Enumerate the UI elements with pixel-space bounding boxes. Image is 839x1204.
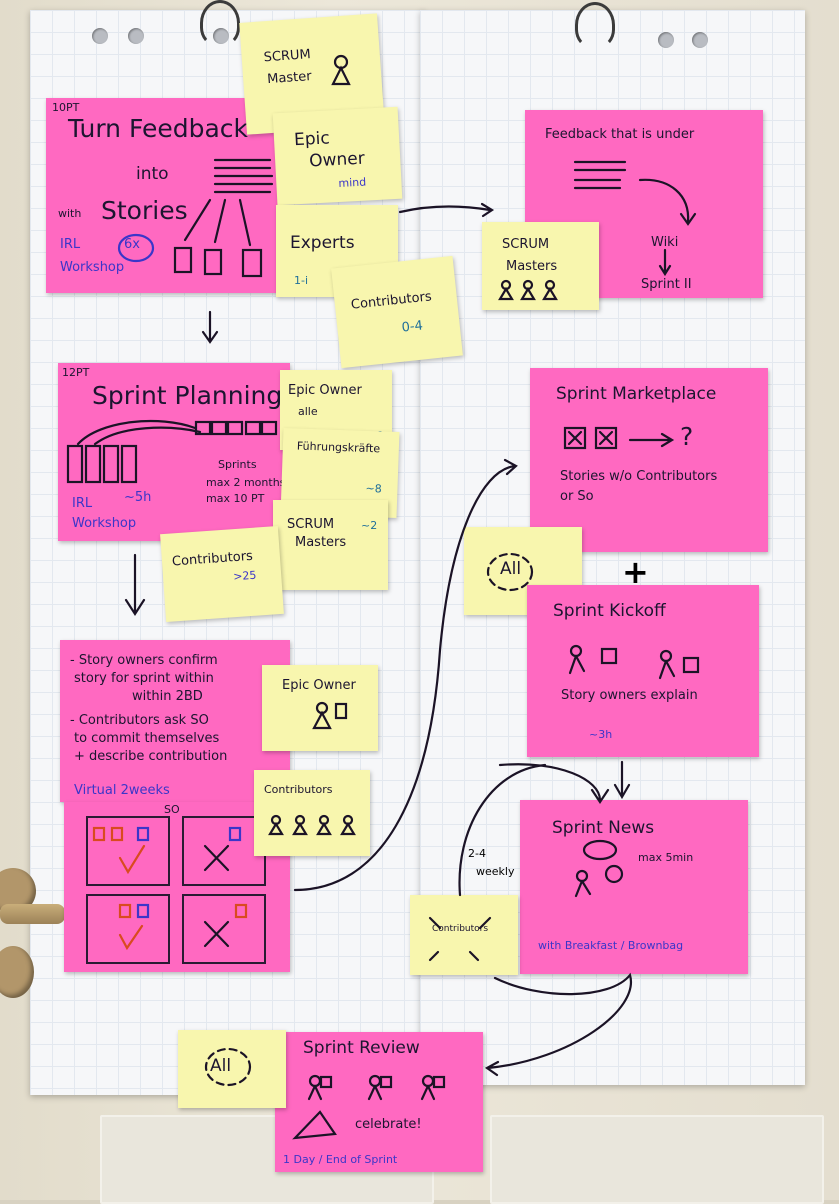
note-title: Sprint Kickoff <box>553 601 666 621</box>
note-text: mind <box>338 175 367 190</box>
note-text: All <box>500 559 522 579</box>
note-sprint-news[interactable]: Sprint News max 5min with Breakfast / Br… <box>520 800 748 974</box>
note-text: Master <box>266 69 313 88</box>
note-text: or So <box>560 489 594 504</box>
note-text: Wiki <box>651 235 679 250</box>
grid-cell <box>86 816 170 886</box>
note-scrum-masters[interactable]: SCRUM Masters <box>482 222 599 310</box>
note-text: Masters <box>506 259 558 274</box>
note-text: within 2BD <box>132 689 203 704</box>
note-text: Owner <box>308 148 366 172</box>
note-epic-owner-low[interactable]: Epic Owner <box>262 665 378 751</box>
note-text: story for sprint within <box>74 671 214 686</box>
note-contributors-low[interactable]: Contributors <box>254 770 370 856</box>
note-text: Contributors <box>171 548 254 570</box>
punch-hole <box>658 32 674 48</box>
note-text: with <box>58 207 82 220</box>
note-text: 1-i <box>294 274 309 287</box>
note-title: Sprint Review <box>303 1038 420 1058</box>
note-turn-feedback[interactable]: 10PT Turn Feedback into with Stories IRL… <box>46 98 280 293</box>
binder-ring <box>200 0 240 46</box>
note-text: IRL <box>60 237 81 252</box>
punch-hole <box>128 28 144 44</box>
note-text: 1 Day / End of Sprint <box>283 1153 398 1166</box>
note-text: to commit themselves <box>74 731 220 746</box>
note-text: Epic <box>293 128 331 151</box>
plus-sign: + <box>622 553 649 591</box>
note-text: - Contributors ask SO <box>70 713 209 728</box>
note-text: SCRUM <box>502 237 550 252</box>
binder-ring <box>575 2 615 48</box>
note-title: Turn Feedback <box>68 114 249 143</box>
note-title: Sprint Marketplace <box>556 384 717 404</box>
door-handle[interactable] <box>0 904 65 924</box>
note-text: - Story owners confirm <box>70 653 218 668</box>
note-story-owners[interactable]: - Story owners confirm story for sprint … <box>60 640 290 802</box>
note-text: ? <box>680 422 694 451</box>
note-text: Masters <box>295 535 347 550</box>
note-text: Workshop <box>72 516 137 531</box>
note-title: Sprint News <box>552 818 655 838</box>
note-text: Feedback that is under <box>545 127 695 142</box>
note-text: Epic Owner <box>288 383 362 398</box>
note-text: alle <box>298 405 318 418</box>
note-text: + describe contribution <box>74 749 228 764</box>
door-lock-rosette <box>0 946 34 998</box>
note-text: max 5min <box>638 851 694 864</box>
note-corner-label: 12PT <box>62 366 90 379</box>
door-panel-right <box>490 1115 824 1204</box>
note-text: Sprints <box>218 458 257 471</box>
note-text: ~5h <box>124 490 152 505</box>
note-text: max 2 months <box>206 476 286 489</box>
note-text: Contributors <box>350 289 433 313</box>
note-scrum-masters-mid[interactable]: SCRUM Masters ~2 <box>273 500 388 590</box>
note-text: Story owners explain <box>561 688 698 703</box>
punch-hole <box>692 32 708 48</box>
note-text: Stories <box>101 196 188 225</box>
note-title: Sprint Planning <box>92 381 283 410</box>
note-text: max 10 PT <box>206 492 265 505</box>
note-text: Führungskräfte <box>296 439 381 456</box>
note-text: IRL <box>72 496 93 511</box>
note-sprint-marketplace[interactable]: Sprint Marketplace ? Stories w/o Contrib… <box>530 368 768 552</box>
note-corner-label: 10PT <box>52 101 80 114</box>
note-text: Sprint II <box>641 277 692 292</box>
note-text: SCRUM <box>287 517 335 532</box>
grid-cell <box>86 894 170 964</box>
note-contributors[interactable]: Contributors 0-4 <box>331 255 463 369</box>
note-text: ~2 <box>361 519 378 532</box>
note-text: SCRUM <box>263 47 312 66</box>
note-text: 6x <box>124 237 140 252</box>
note-text: Virtual 2weeks <box>74 783 170 798</box>
note-text: Stories w/o Contributors <box>560 469 718 484</box>
note-text: Workshop <box>60 260 125 275</box>
note-sprint-kickoff[interactable]: Sprint Kickoff Story owners explain ~3h <box>527 585 759 757</box>
note-contributors-small[interactable]: Contributors <box>410 895 518 975</box>
note-sprint-planning[interactable]: 12PT Sprint Planning Sprints max 2 month… <box>58 363 290 541</box>
note-text: Contributors <box>264 783 333 796</box>
note-all-bottom[interactable]: All <box>178 1030 286 1108</box>
note-text: 0-4 <box>400 318 424 336</box>
note-text: Epic Owner <box>282 678 356 693</box>
note-text: ~3h <box>589 728 613 741</box>
note-text: celebrate! <box>355 1117 422 1132</box>
note-text: SO <box>164 803 180 816</box>
note-text: All <box>210 1056 232 1076</box>
note-text: Experts <box>290 233 355 253</box>
note-text: >25 <box>232 568 257 584</box>
note-text: ~8 <box>365 481 382 496</box>
biweekly-label: 2-4 <box>468 847 486 860</box>
note-text: with Breakfast / Brownbag <box>538 939 684 952</box>
grid-cell <box>182 894 266 964</box>
note-sprint-review[interactable]: Sprint Review celebrate! 1 Day / End of … <box>275 1032 483 1172</box>
note-text: into <box>136 164 169 184</box>
biweekly-label: weekly <box>476 865 515 878</box>
punch-hole <box>92 28 108 44</box>
note-text: Contributors <box>432 924 489 934</box>
note-contributors-mid[interactable]: Contributors >25 <box>160 525 284 623</box>
note-epic-owner[interactable]: Epic Owner mind <box>272 106 403 206</box>
